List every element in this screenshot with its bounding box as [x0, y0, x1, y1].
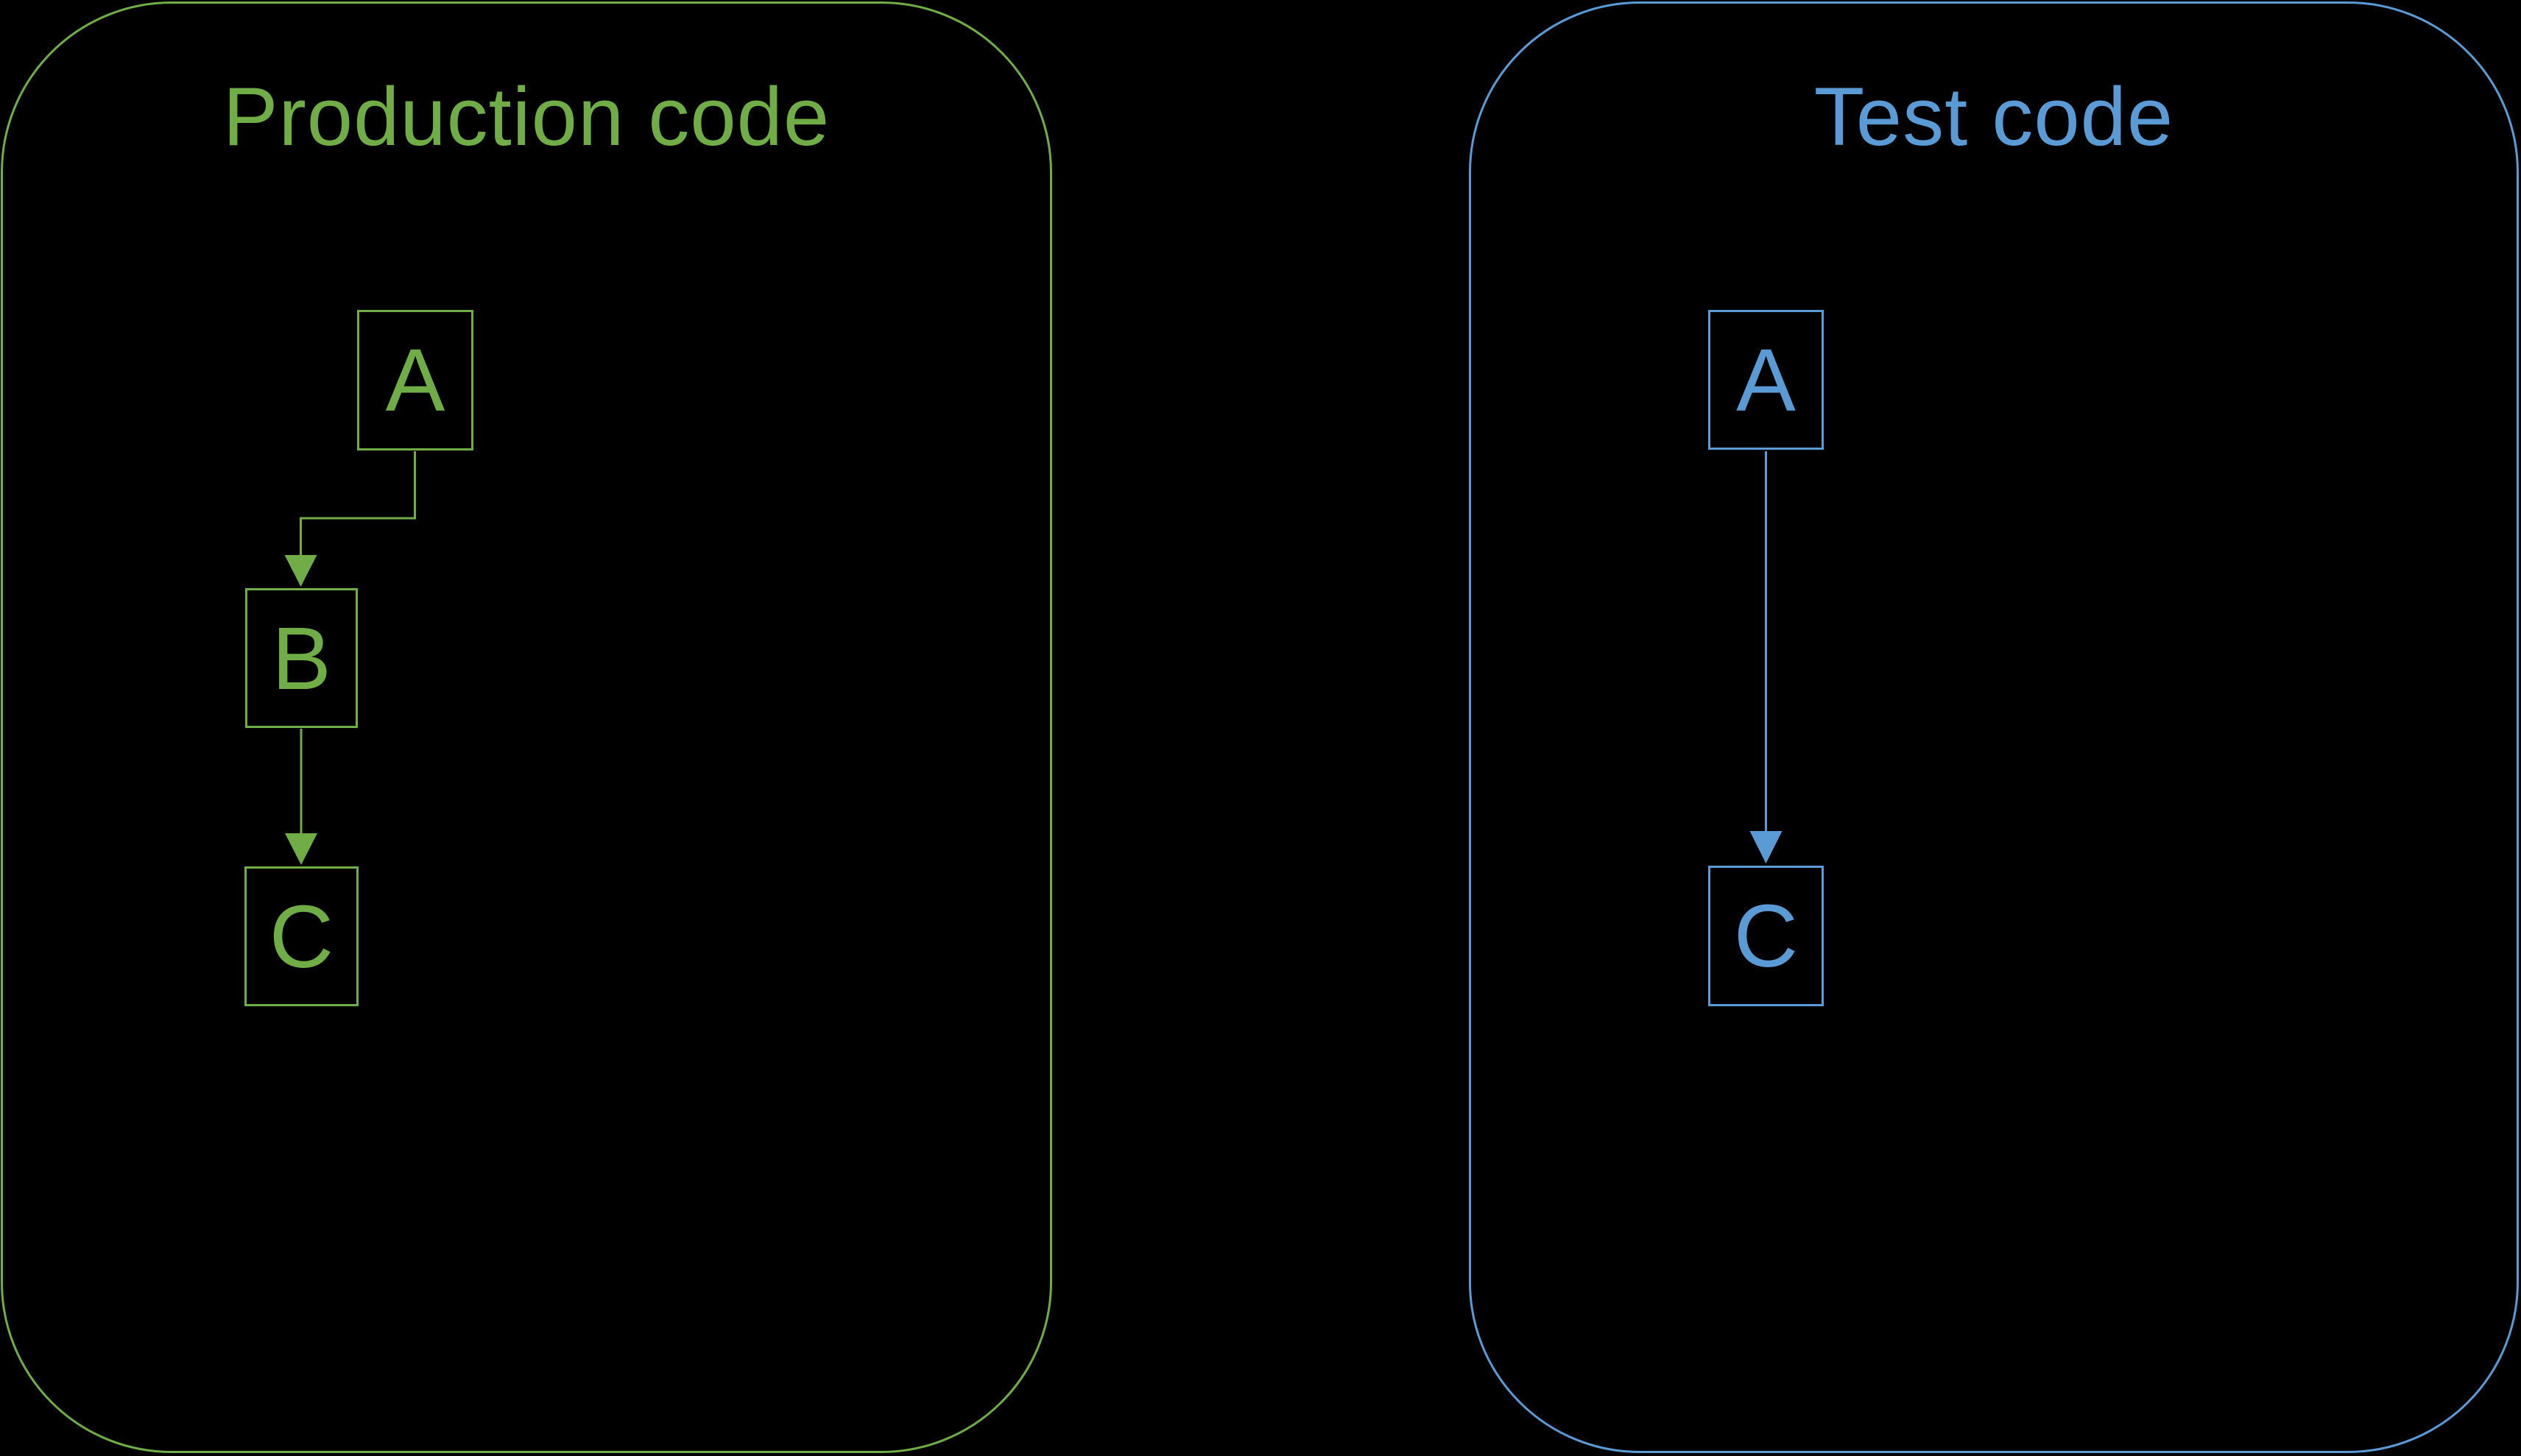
panel-production-code: Production code	[1, 1, 1052, 1453]
node-production-b: B	[245, 588, 358, 728]
node-production-c-label: C	[269, 886, 334, 986]
node-production-a-label: A	[385, 330, 445, 430]
test-panel-title: Test code	[1813, 71, 2174, 163]
node-production-b-label: B	[272, 607, 331, 708]
node-production-c: C	[244, 866, 359, 1006]
node-test-a-label: A	[1736, 329, 1796, 430]
node-test-c: C	[1708, 866, 1824, 1006]
node-test-c-label: C	[1733, 886, 1799, 986]
node-production-a: A	[357, 310, 473, 450]
node-test-a: A	[1708, 310, 1824, 450]
production-panel-title: Production code	[222, 71, 831, 163]
panel-test-code: Test code	[1469, 1, 2519, 1453]
